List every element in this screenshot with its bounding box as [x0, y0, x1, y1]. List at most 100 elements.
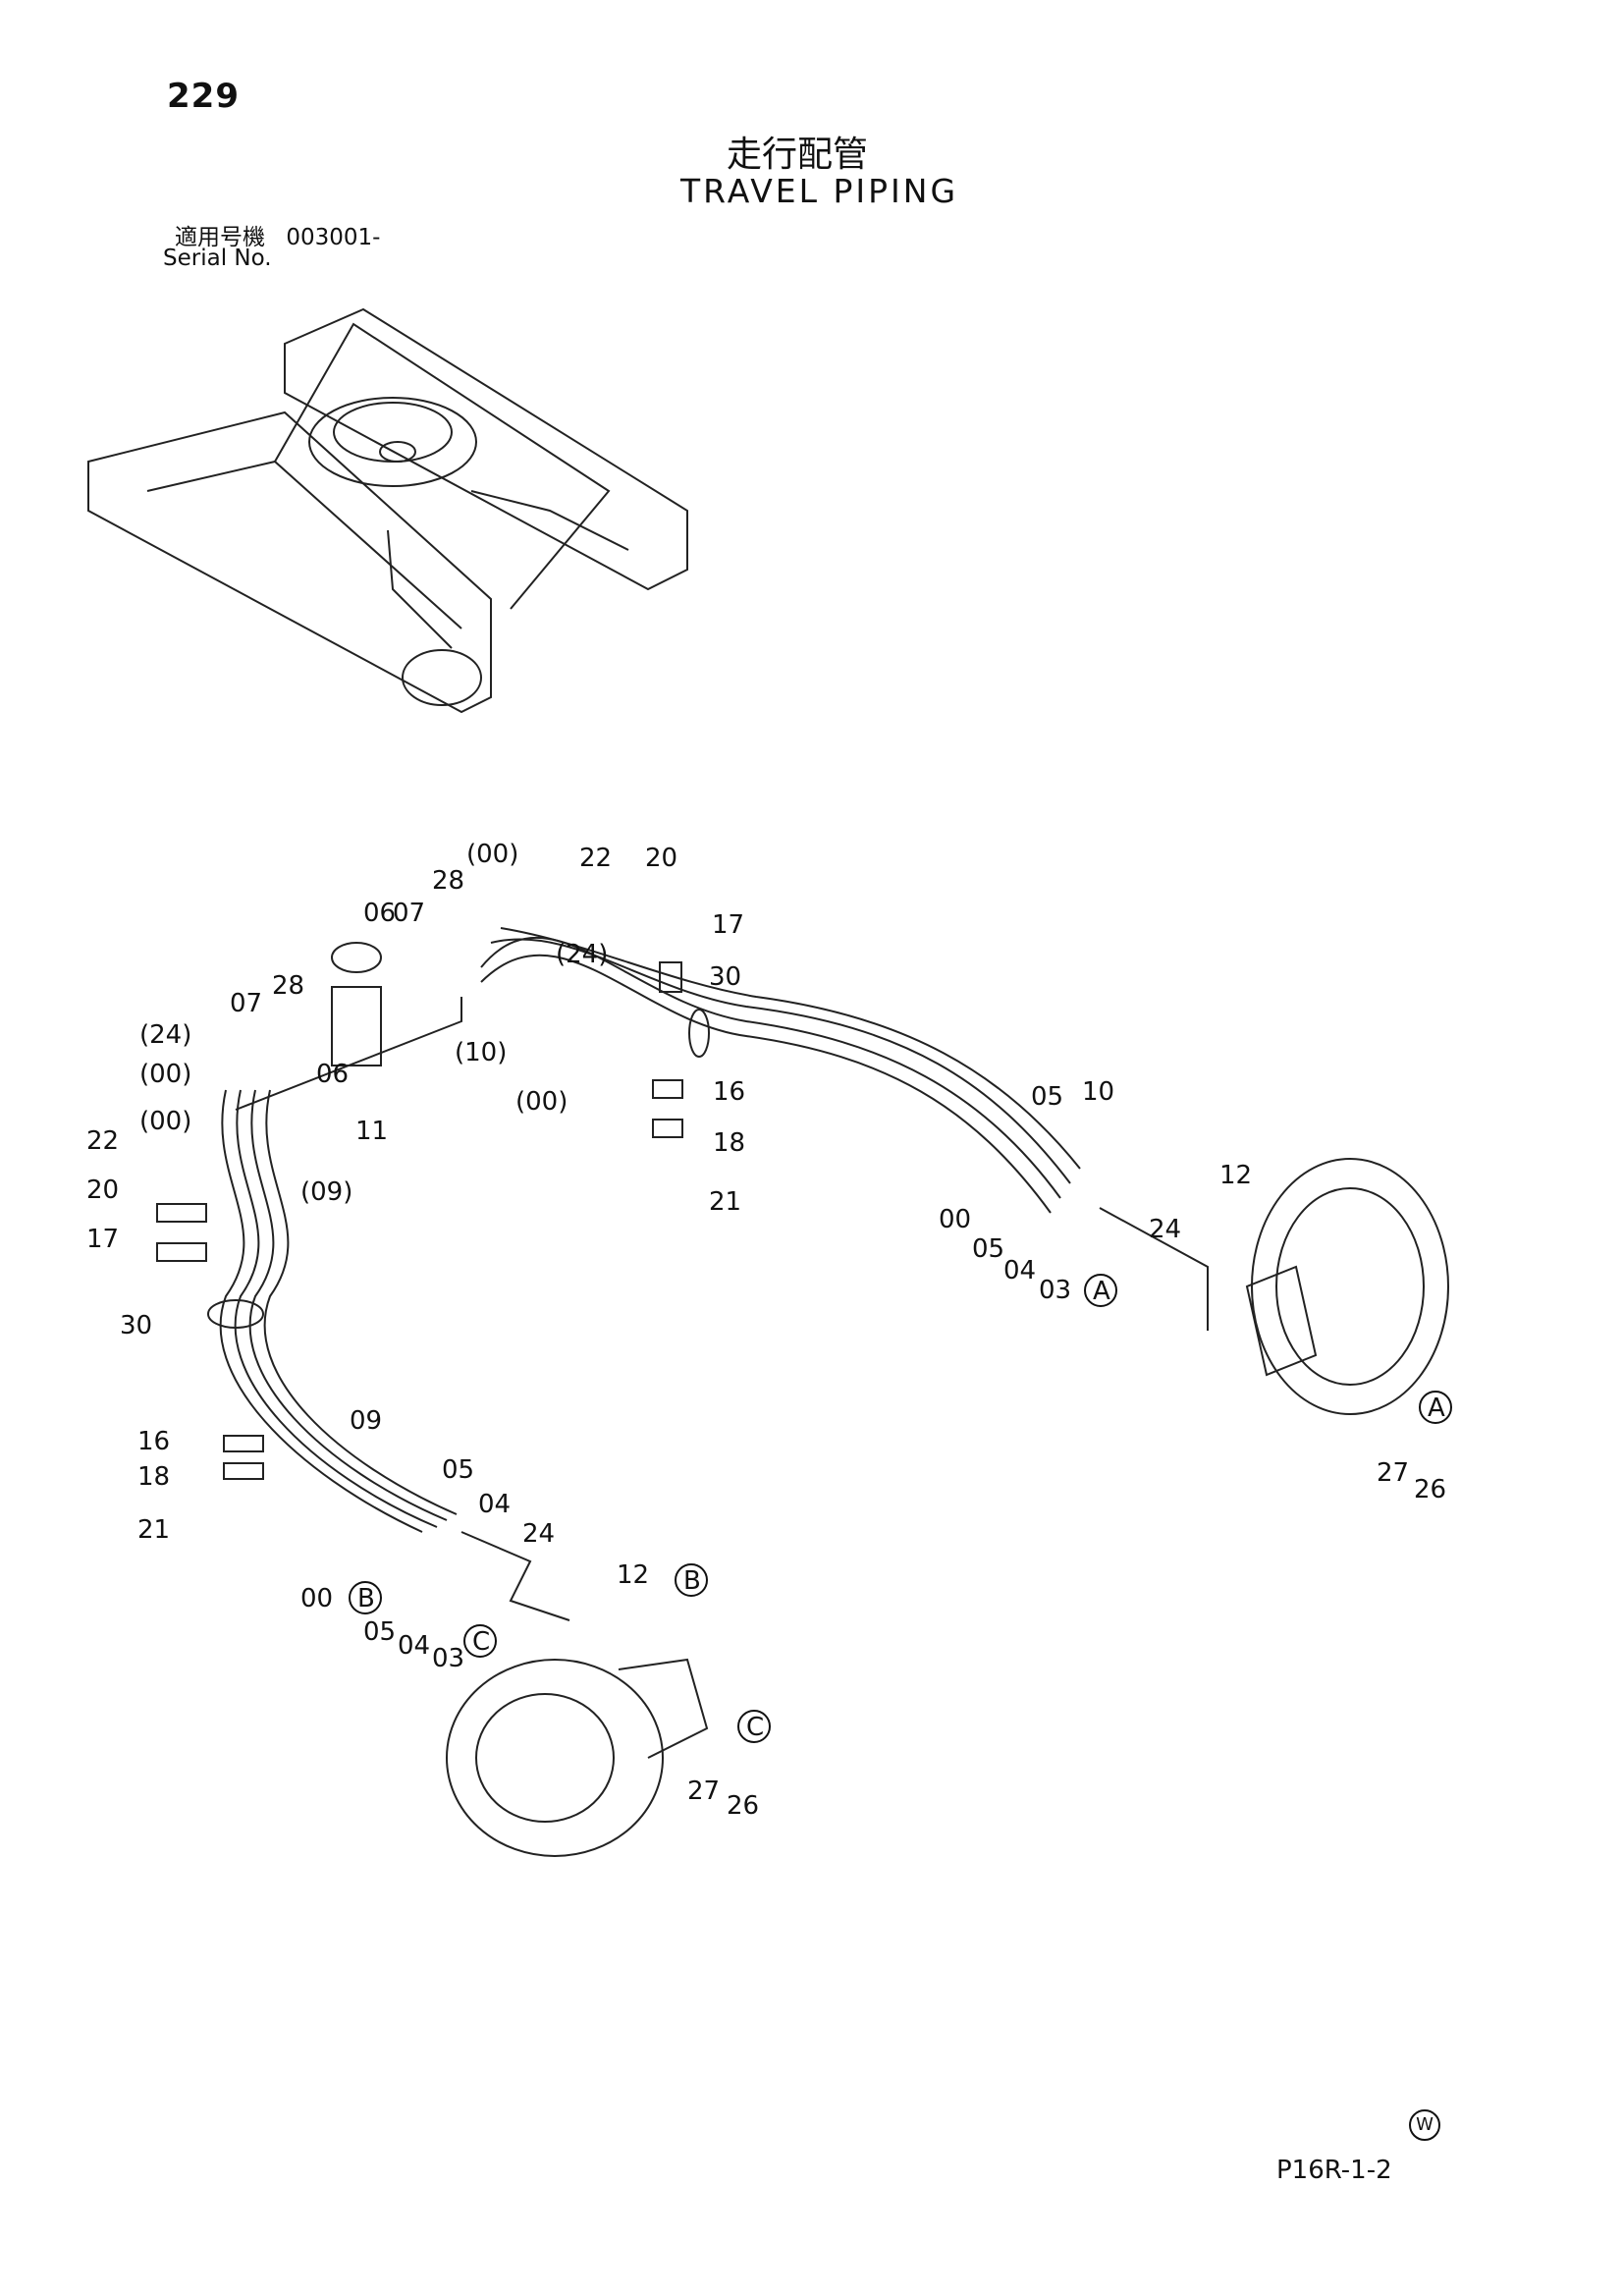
view-markers: [349, 1274, 1452, 1743]
left-sprocket-inner: [475, 1693, 615, 1823]
left-track-frame: [87, 410, 492, 714]
callout-12: 12: [617, 1560, 649, 1590]
callout-24: (24): [556, 940, 608, 969]
hose-clamp-upper: [688, 1009, 710, 1058]
swivel-joint-body: [331, 986, 382, 1066]
hose-left-2: [234, 1089, 438, 1528]
callout-20: 20: [86, 1175, 119, 1205]
callout-11: 11: [355, 1117, 388, 1146]
clamp-plate-16-left: [223, 1435, 264, 1452]
swivel-joint-top: [331, 942, 382, 973]
callout-10: (10): [455, 1038, 507, 1067]
callout-00: (00): [139, 1107, 191, 1136]
callout-07: 07: [393, 899, 425, 928]
callout-04: 04: [478, 1490, 511, 1519]
callout-20: 20: [645, 844, 677, 873]
main-piping-view: [156, 927, 1449, 1857]
swing-circle: [308, 397, 477, 487]
right-sprocket: [1251, 1158, 1449, 1415]
callout-04: 04: [1003, 1256, 1036, 1285]
callout-00: 00: [939, 1205, 971, 1234]
callout-21: 21: [137, 1515, 170, 1545]
view-marker-letter: B: [683, 1566, 701, 1596]
hose-clamp-left: [207, 1299, 264, 1329]
view-marker-letter: C: [746, 1713, 764, 1742]
callout-18: 18: [713, 1128, 745, 1158]
clamp-plate-18-left: [223, 1462, 264, 1480]
callout-16: 16: [713, 1077, 745, 1107]
view-marker-a: [1419, 1391, 1452, 1424]
callout-00: (00): [139, 1060, 191, 1089]
callout-05: 05: [442, 1455, 474, 1485]
callout-09: (09): [300, 1177, 352, 1207]
callout-27: 27: [1377, 1458, 1409, 1488]
callout-12: 12: [1219, 1161, 1252, 1190]
page-number: 229: [167, 77, 240, 116]
center-frame: [274, 322, 611, 610]
footer-code: P16R-1-2: [1276, 2156, 1392, 2185]
hose-upper-4: [500, 927, 1081, 1170]
view-marker-letters: A A B B C C: [357, 1277, 1445, 1742]
hose-upper-3: [490, 938, 1071, 1184]
view-marker-c: [737, 1710, 771, 1743]
serial-label-jp-text: 適用号機: [175, 225, 265, 250]
left-idler: [402, 649, 482, 706]
left-motor-bracket: [460, 1531, 570, 1621]
callout-18: 18: [137, 1462, 170, 1492]
hose-left-4: [263, 1089, 458, 1515]
callout-04: 04: [398, 1631, 430, 1661]
callout-28: 28: [432, 866, 464, 896]
callout-06: 06: [363, 899, 396, 928]
right-motor-bracket: [1099, 1207, 1209, 1331]
title-japanese: 走行配管: [727, 135, 869, 175]
hose-upper-1: [480, 936, 1061, 1199]
left-track-inner: [146, 460, 462, 629]
callout-30: 30: [709, 962, 741, 992]
callout-24: (24): [139, 1020, 191, 1050]
corner-mark: W: [1409, 2109, 1440, 2141]
overview-hose-1: [387, 529, 453, 649]
title-english: TRAVEL PIPING: [680, 172, 959, 210]
callout-03: 03: [432, 1644, 464, 1673]
serial-label-japanese: 適用号機 003001-: [175, 218, 380, 251]
clamp-plate-17-left: [156, 1242, 207, 1262]
callout-00: 00: [300, 1584, 333, 1613]
callout-00: (00): [466, 840, 518, 869]
callout-24: 24: [522, 1519, 555, 1549]
hose-left-3: [248, 1089, 448, 1521]
overview-hose-2: [470, 490, 629, 551]
callout-26: 26: [1414, 1475, 1446, 1504]
hose-upper-2: [480, 954, 1052, 1214]
view-marker-letter: A: [1428, 1394, 1445, 1423]
serial-number: 003001-: [286, 225, 381, 250]
callout-17: 17: [86, 1225, 119, 1254]
callout-07: 07: [230, 989, 262, 1018]
swing-circle-inner: [333, 402, 453, 463]
clamp-plate-16-upper: [652, 1079, 683, 1099]
callout-05: 05: [363, 1617, 396, 1647]
callout-00: (00): [515, 1087, 568, 1117]
clamp-plate-18-upper: [652, 1119, 683, 1138]
callout-09: 09: [350, 1406, 382, 1436]
left-motor-housing: [618, 1658, 709, 1759]
left-sprocket: [446, 1659, 664, 1857]
view-marker-letter: C: [472, 1627, 490, 1657]
callout-06: 06: [316, 1060, 349, 1089]
serial-label-english: Serial No.: [163, 246, 272, 271]
callout-16: 16: [137, 1427, 170, 1456]
view-marker-a: [1084, 1274, 1117, 1307]
callout-05: 05: [1031, 1082, 1063, 1112]
callout-05: 05: [972, 1234, 1004, 1264]
callout-labels: (00) 22 20 17 30 07 28 06 (24) 28 07 (24…: [86, 840, 1446, 1821]
callout-26: 26: [727, 1791, 759, 1821]
callout-24: 24: [1149, 1215, 1181, 1244]
callout-03: 03: [1039, 1276, 1071, 1305]
view-marker-c: [463, 1624, 497, 1658]
callout-10: 10: [1082, 1077, 1114, 1107]
view-marker-letter: B: [357, 1584, 375, 1613]
callout-17: 17: [712, 910, 744, 940]
view-marker-b: [349, 1581, 382, 1614]
callout-30: 30: [120, 1311, 152, 1340]
right-sprocket-inner: [1275, 1187, 1425, 1386]
